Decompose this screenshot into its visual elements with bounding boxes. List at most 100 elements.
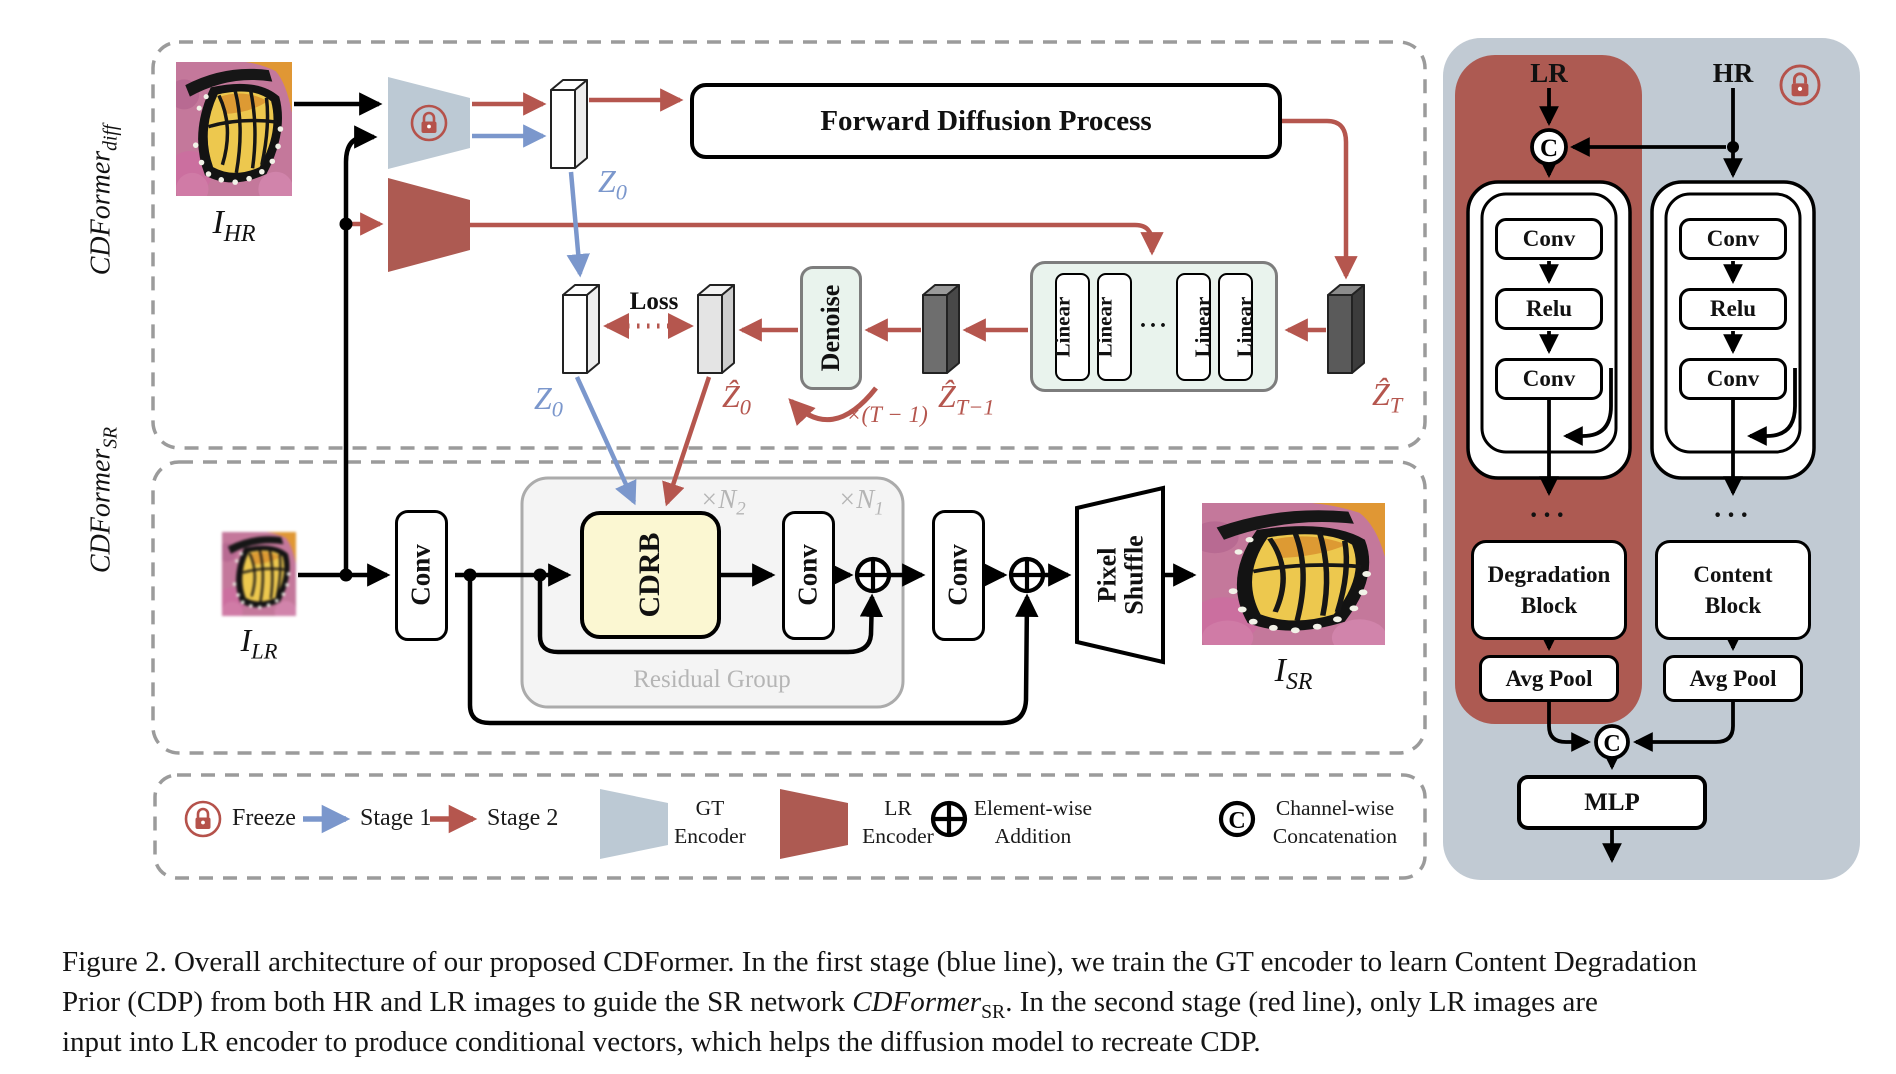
linear-box-2 xyxy=(1096,272,1132,381)
loss-label: Loss xyxy=(629,288,679,315)
panel-label-cdformer-sr: CDFormerSR xyxy=(85,426,122,574)
input-lr-image xyxy=(222,532,296,616)
concat-circle-top: C xyxy=(1530,128,1568,166)
gt-encoder-legend-icon xyxy=(600,789,668,859)
zt-hat-label: ẐT xyxy=(1372,376,1403,418)
linear-box-1 xyxy=(1054,272,1090,381)
cdp-hr-conv2: Conv xyxy=(1679,358,1787,400)
sr-conv2-label: Conv xyxy=(792,544,823,606)
junction-dot-inner-skip xyxy=(533,568,547,582)
ilr-label: ILR xyxy=(240,622,278,664)
linear-dots: ··· xyxy=(1138,313,1169,339)
hr-block-skip xyxy=(1747,368,1797,446)
legend-panel-border xyxy=(153,773,1427,880)
concat-circle-legend: C xyxy=(1218,800,1256,838)
line-lr-encoder-to-linear-group xyxy=(470,222,1164,256)
zt-1-hat-bar xyxy=(922,284,960,374)
junction-dot-hr-branch xyxy=(1727,141,1739,153)
arrow-fdp-to-zt xyxy=(1282,118,1358,280)
residual-group-label: Residual Group xyxy=(633,666,791,693)
line-ilr-up-to-gt-encoder xyxy=(343,125,378,575)
linear-label-4: Linear xyxy=(1232,296,1257,358)
z0-top-label: Z0 xyxy=(598,163,627,205)
elementwise-add-1 xyxy=(857,559,889,591)
linear-label-3: Linear xyxy=(1190,296,1215,358)
avg-pool-hr-box: Avg Pool xyxy=(1663,655,1803,702)
cdp-lr-conv1: Conv xyxy=(1495,218,1603,260)
z0-bottom-label: Z0 xyxy=(534,380,563,422)
sr-conv2-box xyxy=(782,511,835,640)
arrow-z0hat-to-cdrb xyxy=(662,376,712,507)
input-hr-image xyxy=(176,62,292,196)
linear-label-1: Linear xyxy=(1050,296,1075,358)
legend-stage1-label: Stage 1 xyxy=(360,805,432,831)
panel-label-cdformer-diff: CDFormerdiff xyxy=(85,124,122,276)
lr-avgpool-to-concat xyxy=(1547,702,1591,752)
svg-text:C: C xyxy=(1603,731,1620,757)
cdrb-label: CDRB xyxy=(633,532,666,618)
cdp-hr-dots: ··· xyxy=(1712,500,1753,531)
cdp-hr-relu: Relu xyxy=(1679,288,1787,330)
skip-inner-residual xyxy=(537,575,884,655)
hr-avgpool-to-concat xyxy=(1633,702,1735,752)
pixel-shuffle-trapezoid xyxy=(1075,485,1165,665)
sr-conv1-label: Conv xyxy=(405,544,436,606)
caption-line-1: Figure 2. Overall architecture of our pr… xyxy=(62,946,1698,978)
n1-label: ×N1 xyxy=(838,484,884,520)
junction-dot-lr-branch xyxy=(339,217,353,231)
legend-stage2-label: Stage 2 xyxy=(487,805,559,831)
z0-hat-label: Ẑ0 xyxy=(722,378,751,420)
cdformer-sr-panel-border xyxy=(151,460,1427,755)
junction-dot-outer-skip xyxy=(463,568,477,582)
cdp-lr-relu: Relu xyxy=(1495,288,1603,330)
skip-outer-residual xyxy=(467,575,1039,726)
freeze-lock-icon-legend xyxy=(184,800,222,838)
cdrb-box xyxy=(580,511,721,639)
isr-label: ISR xyxy=(1274,652,1313,695)
legend-freeze-label: Freeze xyxy=(232,805,296,831)
ihr-label: IHR xyxy=(212,204,256,247)
elementwise-add-2 xyxy=(1011,559,1043,591)
denoise-box xyxy=(800,266,862,390)
cdp-hr-header: HR xyxy=(1712,58,1754,88)
latent-bars xyxy=(550,79,1365,374)
sr-conv3-box xyxy=(932,510,985,641)
concat-circle-bottom: C xyxy=(1594,724,1630,760)
z0-bottom-bar xyxy=(562,284,600,374)
svg-text:C: C xyxy=(1540,135,1558,162)
linear-box-3 xyxy=(1176,272,1211,381)
mlp-box: MLP xyxy=(1517,775,1707,830)
junction-dot-ilr-line xyxy=(339,568,353,582)
caption-line-3: input into LR encoder to produce conditi… xyxy=(62,1026,1261,1058)
cdp-lr-header: LR xyxy=(1530,58,1568,88)
zt1-hat-label: ẐT−1 xyxy=(938,378,995,420)
lr-encoder-legend-icon xyxy=(780,789,848,859)
linear-box-4 xyxy=(1218,272,1253,381)
zt-hat-bar xyxy=(1327,284,1365,374)
cdformer-diff-panel-border xyxy=(151,40,1427,450)
sr-conv3-label: Conv xyxy=(942,544,973,606)
denoise-repeat-arc xyxy=(788,386,878,426)
linear-group-box: ··· xyxy=(1030,261,1278,392)
svg-text:C: C xyxy=(1228,808,1245,834)
caption-line-2: Prior (CDP) from both HR and LR images t… xyxy=(62,986,1598,1023)
lr-encoder-trapezoid xyxy=(388,178,470,272)
forward-diffusion-box: Forward Diffusion Process xyxy=(690,83,1282,159)
denoise-label: Denoise xyxy=(816,284,845,372)
output-sr-image xyxy=(1189,503,1387,656)
repeat-label: ×(T − 1) xyxy=(846,402,928,427)
lr-block-skip xyxy=(1563,368,1613,446)
cdp-hr-conv1: Conv xyxy=(1679,218,1787,260)
z0-hat-bar xyxy=(697,284,735,374)
linear-label-2: Linear xyxy=(1092,296,1117,358)
arrow-z0-to-cdrb xyxy=(574,376,637,506)
arrow-z0-down xyxy=(566,171,590,278)
